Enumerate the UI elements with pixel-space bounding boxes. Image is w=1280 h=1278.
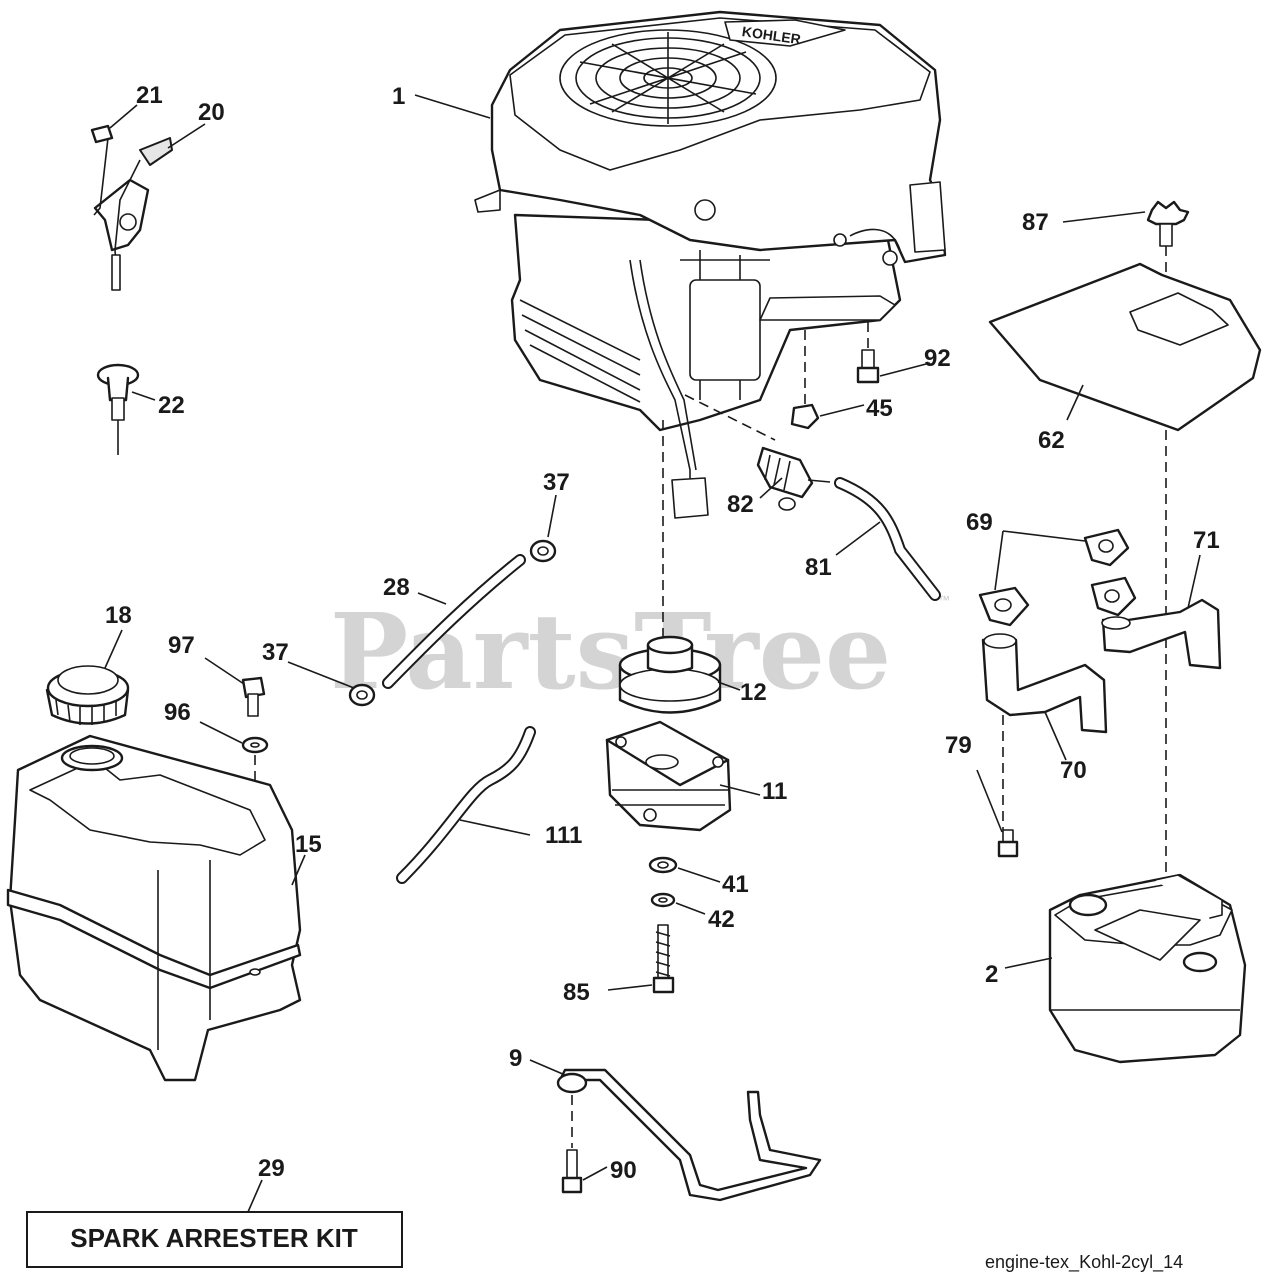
gasket-part-69-right[interactable] (1090, 576, 1137, 617)
hose-part-111[interactable] (396, 726, 536, 884)
callout-92: 92 (924, 345, 951, 372)
callout-82: 82 (727, 491, 754, 518)
callout-45: 45 (866, 395, 893, 422)
heat-shield-part-62[interactable] (988, 262, 1262, 880)
exhaust-pipe-part-70[interactable] (981, 633, 1108, 830)
engine-part-1[interactable]: KOHLER (474, 10, 947, 519)
fuel-filter-part-82[interactable] (684, 394, 831, 511)
callout-70: 70 (1060, 757, 1087, 784)
nut-part-45[interactable] (790, 403, 820, 430)
washer-part-41[interactable] (648, 856, 678, 874)
pulley-part-12[interactable] (618, 635, 722, 714)
callout-90: 90 (610, 1157, 637, 1184)
washer-part-42[interactable] (650, 892, 676, 908)
choke-knob-part-22[interactable] (96, 363, 140, 455)
bolt-part-97[interactable] (241, 676, 266, 717)
callout-20: 20 (198, 99, 225, 126)
spark-arrester-kit-label: SPARK ARRESTER KIT (70, 1223, 358, 1253)
callout-21: 21 (136, 82, 163, 109)
callout-9: 9 (509, 1045, 522, 1072)
bolt-part-79[interactable] (997, 829, 1019, 858)
clamp-part-37-upper[interactable] (529, 539, 557, 563)
callout-96: 96 (164, 699, 191, 726)
gasket-part-69-lower[interactable] (978, 586, 1030, 627)
callout-28: 28 (383, 574, 410, 601)
callout-97: 97 (168, 632, 195, 659)
exhaust-pipe-part-71[interactable] (1101, 598, 1222, 670)
callout-2: 2 (985, 961, 998, 988)
fuel-tank-part-15[interactable] (6, 650, 302, 1082)
callout-42: 42 (708, 906, 735, 933)
throttle-control-part-20[interactable] (93, 137, 173, 291)
callout-29: 29 (258, 1155, 285, 1182)
callout-71: 71 (1193, 527, 1220, 554)
diagram-file-name: engine-tex_Kohl-2cyl_14 (985, 1252, 1183, 1273)
callout-87: 87 (1022, 209, 1049, 236)
callout-81: 81 (805, 554, 832, 581)
bolt-part-90[interactable] (561, 1149, 583, 1194)
callout-111: 111 (545, 822, 582, 849)
callout-22: 22 (158, 392, 185, 419)
callout-79: 79 (945, 732, 972, 759)
leader-lines (104, 94, 1201, 1213)
spark-arrester-kit-part-29[interactable]: SPARK ARRESTER KIT (26, 1211, 403, 1268)
callout-11: 11 (762, 778, 787, 805)
bolt-part-92[interactable] (804, 322, 880, 405)
pto-clutch-part-11[interactable] (605, 720, 732, 832)
callout-37-lower: 37 (262, 639, 289, 666)
knob-part-21[interactable] (90, 124, 114, 144)
callout-1: 1 (392, 83, 405, 110)
callout-41: 41 (722, 871, 749, 898)
hose-part-28[interactable] (382, 554, 526, 689)
callout-62: 62 (1038, 427, 1065, 454)
bolt-part-85[interactable] (652, 924, 675, 994)
gasket-part-69-upper[interactable] (1083, 528, 1130, 567)
watermark-trademark: ™ (938, 593, 950, 607)
callout-12: 12 (740, 679, 767, 706)
fuel-cap-part-18[interactable] (45, 665, 130, 725)
callout-15: 15 (295, 831, 322, 858)
callout-69: 69 (966, 509, 993, 536)
callout-37-upper: 37 (543, 469, 570, 496)
fuel-hose-part-81[interactable] (834, 477, 941, 601)
clamp-part-37-lower[interactable] (348, 683, 376, 707)
callout-85: 85 (563, 979, 590, 1006)
muffler-part-2[interactable] (1048, 873, 1247, 1064)
bracket-part-9[interactable] (556, 1068, 822, 1202)
callout-labels: 1 2 9 11 12 15 18 20 21 22 28 29 37 37 4… (105, 82, 1220, 1184)
callout-18: 18 (105, 602, 132, 629)
